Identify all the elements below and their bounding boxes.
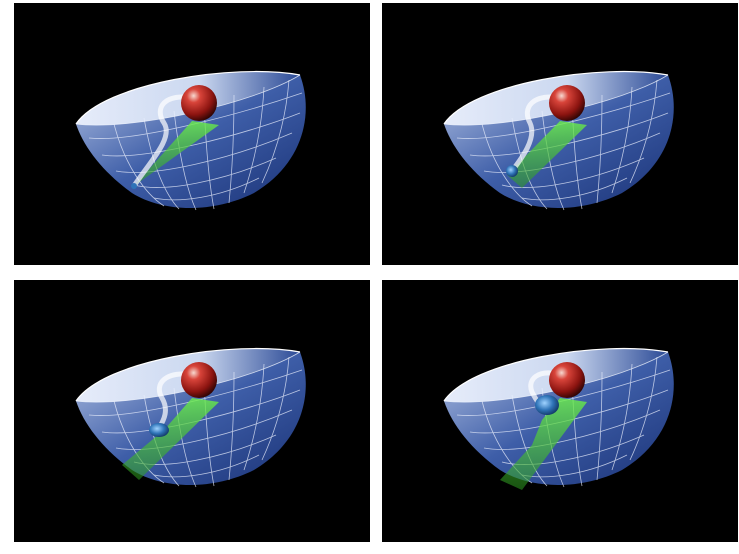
red-sphere: [549, 362, 585, 398]
white-wake: [131, 94, 195, 188]
earth-body: [535, 395, 559, 415]
earth-body: [506, 165, 518, 177]
earth-body: [149, 423, 169, 437]
bowl-illustration-4: [443, 347, 674, 490]
frame-panel-2: [382, 3, 738, 265]
bowl-grid: [456, 79, 671, 211]
green-trail: [500, 398, 587, 490]
frame-panel-1: [14, 3, 370, 265]
green-trail: [507, 121, 587, 188]
orbiting-body: [131, 183, 137, 189]
bowl-illustration-1: [75, 70, 306, 211]
bowl-illustration-2: [443, 70, 674, 211]
red-sphere: [549, 85, 585, 121]
green-trail: [134, 121, 219, 186]
green-trail: [122, 398, 219, 480]
bowl-illustration-3: [75, 347, 306, 488]
red-sphere: [181, 85, 217, 121]
white-wake: [510, 94, 563, 173]
bowl-grid: [88, 79, 303, 211]
frame-panel-4: [382, 280, 738, 542]
white-wake: [156, 371, 195, 430]
frame-panel-3: [14, 280, 370, 542]
red-sphere: [181, 362, 217, 398]
